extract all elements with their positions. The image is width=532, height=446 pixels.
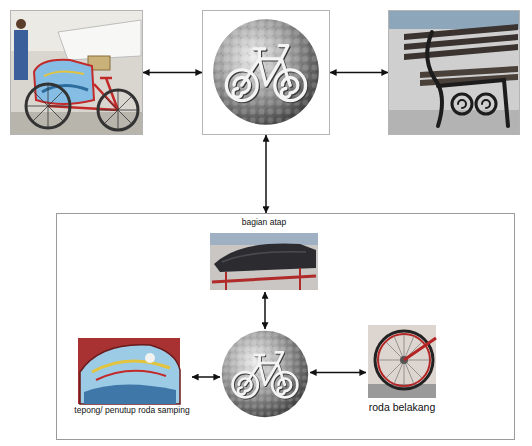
cover-photo xyxy=(78,338,180,404)
double-arrow xyxy=(143,72,202,74)
photo-box: tepong/ penutup roda samping xyxy=(72,336,192,418)
photo-box: roda belakang xyxy=(366,322,438,416)
part-label: tepong/ penutup roda samping xyxy=(74,406,189,416)
double-arrow xyxy=(192,376,220,378)
roof-photo xyxy=(210,233,318,290)
double-arrow xyxy=(264,292,266,329)
emblem-box xyxy=(202,10,330,135)
photo-box: bagian atap xyxy=(206,218,322,292)
double-arrow xyxy=(330,72,388,74)
emblem-box xyxy=(220,329,310,419)
photo-box xyxy=(388,10,520,135)
becak-photo xyxy=(11,11,142,134)
double-arrow xyxy=(265,135,267,213)
photo-box xyxy=(10,10,143,135)
emblem-ball xyxy=(222,331,308,417)
wheel-photo xyxy=(368,325,436,398)
bench-photo xyxy=(389,11,519,134)
emblem-ball xyxy=(213,19,319,125)
part-label: roda belakang xyxy=(369,401,436,413)
group-box: bagian atap tepong/ penutup roda samping r… xyxy=(56,213,515,440)
double-arrow xyxy=(310,372,366,374)
part-label: bagian atap xyxy=(242,218,286,228)
